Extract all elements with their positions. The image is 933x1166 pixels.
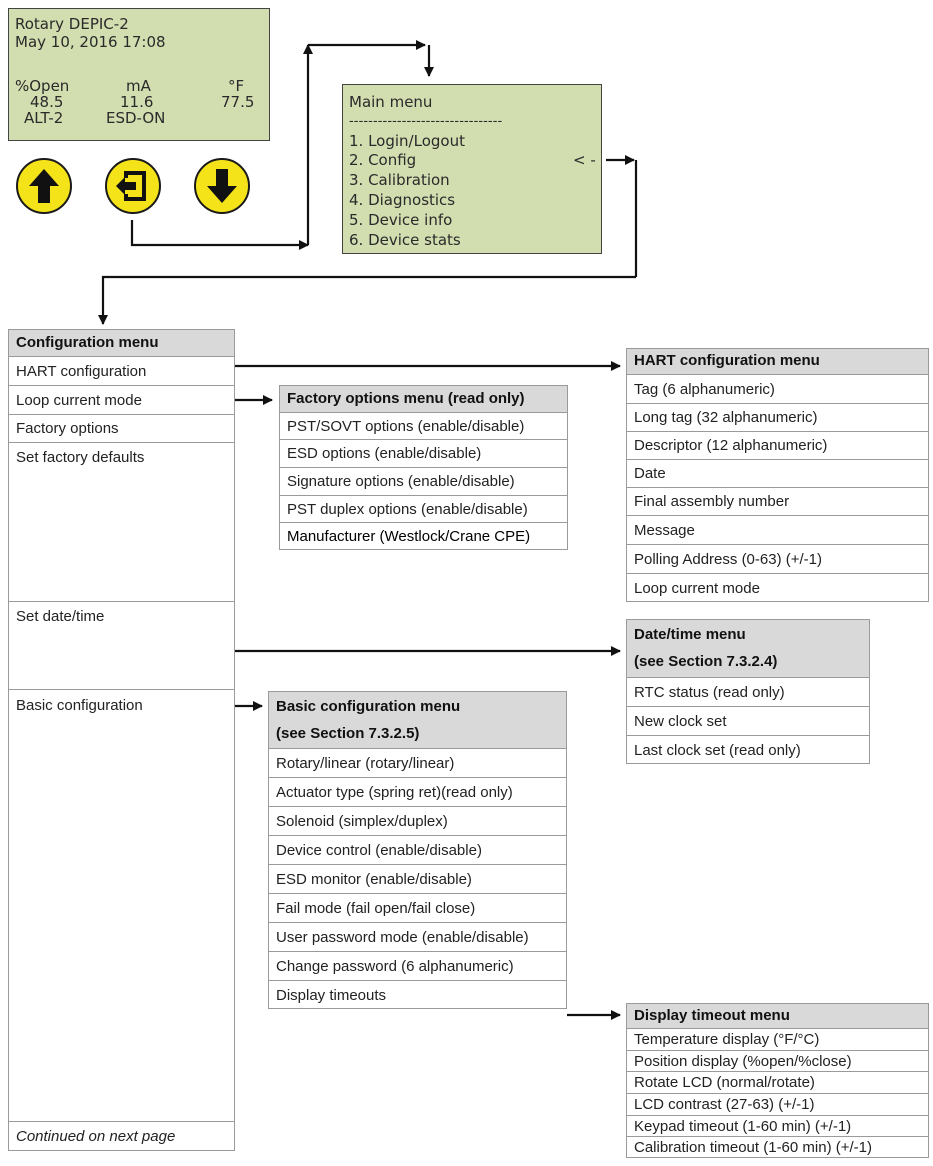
config-item-date-time[interactable]: Set date/time (8, 601, 235, 689)
lcd-open-value: 48.5 (30, 93, 64, 111)
basic-item-fail-mode[interactable]: Fail mode (fail open/fail close) (268, 893, 567, 922)
configuration-menu: Configuration menu HART configuration Lo… (8, 329, 235, 1151)
lcd-datetime: May 10, 2016 17:08 (15, 33, 166, 51)
lcd-ma-value: 11.6 (120, 93, 154, 111)
lcd-open-label: %Open (15, 77, 70, 95)
menu-item-login[interactable]: 1. Login/Logout (349, 132, 465, 150)
display-timeout-menu: Display timeout menu Temperature display… (626, 1003, 929, 1158)
hart-item-polling-address[interactable]: Polling Address (0-63) (+/-1) (626, 544, 929, 573)
display-item-keypad-timeout[interactable]: Keypad timeout (1-60 min) (+/-1) (626, 1115, 929, 1136)
basic-configuration-menu: Basic configuration menu (see Section 7.… (268, 691, 567, 1009)
config-item-basic[interactable]: Basic configuration (8, 689, 235, 1121)
down-arrow-icon (207, 169, 237, 203)
up-arrow-icon (29, 169, 59, 203)
menu-item-config[interactable]: 2. Config (349, 151, 417, 169)
basic-item-display-timeouts[interactable]: Display timeouts (268, 980, 567, 1009)
config-item-hart[interactable]: HART configuration (8, 356, 235, 385)
basic-item-solenoid[interactable]: Solenoid (simplex/duplex) (268, 806, 567, 835)
hart-item-date[interactable]: Date (626, 459, 929, 487)
hart-configuration-menu: HART configuration menu Tag (6 alphanume… (626, 348, 929, 602)
date-time-menu: Date/time menu (see Section 7.3.2.4) RTC… (626, 619, 870, 764)
factory-item-signature[interactable]: Signature options (enable/disable) (279, 467, 568, 495)
menu-item-device-stats[interactable]: 6. Device stats (349, 231, 461, 249)
main-menu-display: Main menu ------------------------------… (342, 84, 602, 254)
lcd-status-alt: ALT-2 (24, 109, 64, 127)
basic-title-line1: Basic configuration menu (276, 698, 461, 715)
basic-item-user-password[interactable]: User password mode (enable/disable) (268, 922, 567, 951)
enter-button[interactable] (105, 158, 161, 214)
hart-item-loop-current[interactable]: Loop current mode (626, 573, 929, 602)
display-item-temperature[interactable]: Temperature display (°F/°C) (626, 1028, 929, 1050)
basic-item-change-password[interactable]: Change password (6 alphanumeric) (268, 951, 567, 980)
lcd-temp-label: °F (228, 77, 245, 95)
datetime-title-line1: Date/time menu (634, 626, 746, 643)
display-item-rotate-lcd[interactable]: Rotate LCD (normal/rotate) (626, 1071, 929, 1093)
display-item-lcd-contrast[interactable]: LCD contrast (27-63) (+/-1) (626, 1093, 929, 1115)
display-menu-title: Display timeout menu (626, 1003, 929, 1028)
factory-options-menu: Factory options menu (read only) PST/SOV… (279, 385, 568, 550)
display-item-position[interactable]: Position display (%open/%close) (626, 1050, 929, 1071)
basic-item-actuator-type[interactable]: Actuator type (spring ret)(read only) (268, 777, 567, 806)
basic-menu-title: Basic configuration menu (see Section 7.… (268, 691, 567, 748)
lcd-status-esd: ESD-ON (106, 109, 166, 127)
hart-item-final-assembly[interactable]: Final assembly number (626, 487, 929, 515)
datetime-menu-title: Date/time menu (see Section 7.3.2.4) (626, 619, 870, 677)
config-item-loop-current[interactable]: Loop current mode (8, 385, 235, 414)
lcd-device-name: Rotary DEPIC-2 (15, 15, 129, 33)
hart-item-long-tag[interactable]: Long tag (32 alphanumeric) (626, 403, 929, 431)
factory-menu-title: Factory options menu (read only) (279, 385, 568, 412)
datetime-item-new-clock[interactable]: New clock set (626, 706, 870, 735)
factory-item-manufacturer[interactable]: Manufacturer (Westlock/Crane CPE) (279, 522, 568, 550)
config-item-factory-options[interactable]: Factory options (8, 414, 235, 442)
main-menu-divider: -------------------------------- (349, 114, 503, 129)
enter-icon (116, 171, 146, 201)
hart-item-tag[interactable]: Tag (6 alphanumeric) (626, 374, 929, 403)
lcd-temp-value: 77.5 (221, 93, 255, 111)
status-lcd-display: Rotary DEPIC-2 May 10, 2016 17:08 %Open … (8, 8, 270, 141)
datetime-item-last-clock[interactable]: Last clock set (read only) (626, 735, 870, 764)
up-arrow-button[interactable] (16, 158, 72, 214)
datetime-item-rtc-status[interactable]: RTC status (read only) (626, 677, 870, 706)
factory-item-pst-duplex[interactable]: PST duplex options (enable/disable) (279, 495, 568, 522)
config-menu-footer: Continued on next page (8, 1121, 235, 1151)
menu-item-device-info[interactable]: 5. Device info (349, 211, 453, 229)
lcd-ma-label: mA (126, 77, 151, 95)
basic-item-rotary-linear[interactable]: Rotary/linear (rotary/linear) (268, 748, 567, 777)
factory-item-esd[interactable]: ESD options (enable/disable) (279, 439, 568, 467)
basic-item-esd-monitor[interactable]: ESD monitor (enable/disable) (268, 864, 567, 893)
basic-title-line2: (see Section 7.3.2.5) (276, 725, 420, 742)
factory-item-pst-sovt[interactable]: PST/SOVT options (enable/disable) (279, 412, 568, 439)
basic-item-device-control[interactable]: Device control (enable/disable) (268, 835, 567, 864)
menu-item-calibration[interactable]: 3. Calibration (349, 171, 450, 189)
hart-menu-title: HART configuration menu (626, 348, 929, 374)
config-item-factory-defaults[interactable]: Set factory defaults (8, 442, 235, 601)
down-arrow-button[interactable] (194, 158, 250, 214)
menu-item-diagnostics[interactable]: 4. Diagnostics (349, 191, 456, 209)
hart-item-descriptor[interactable]: Descriptor (12 alphanumeric) (626, 431, 929, 459)
config-menu-title: Configuration menu (8, 329, 235, 356)
arrow-to-config-menu (98, 275, 636, 325)
display-item-calibration-timeout[interactable]: Calibration timeout (1-60 min) (+/-1) (626, 1136, 929, 1158)
hart-item-message[interactable]: Message (626, 515, 929, 544)
datetime-title-line2: (see Section 7.3.2.4) (634, 653, 778, 670)
menu-cursor: < - (573, 151, 596, 169)
main-menu-title: Main menu (349, 93, 433, 111)
arrow-enter-to-main-menu (130, 220, 309, 250)
